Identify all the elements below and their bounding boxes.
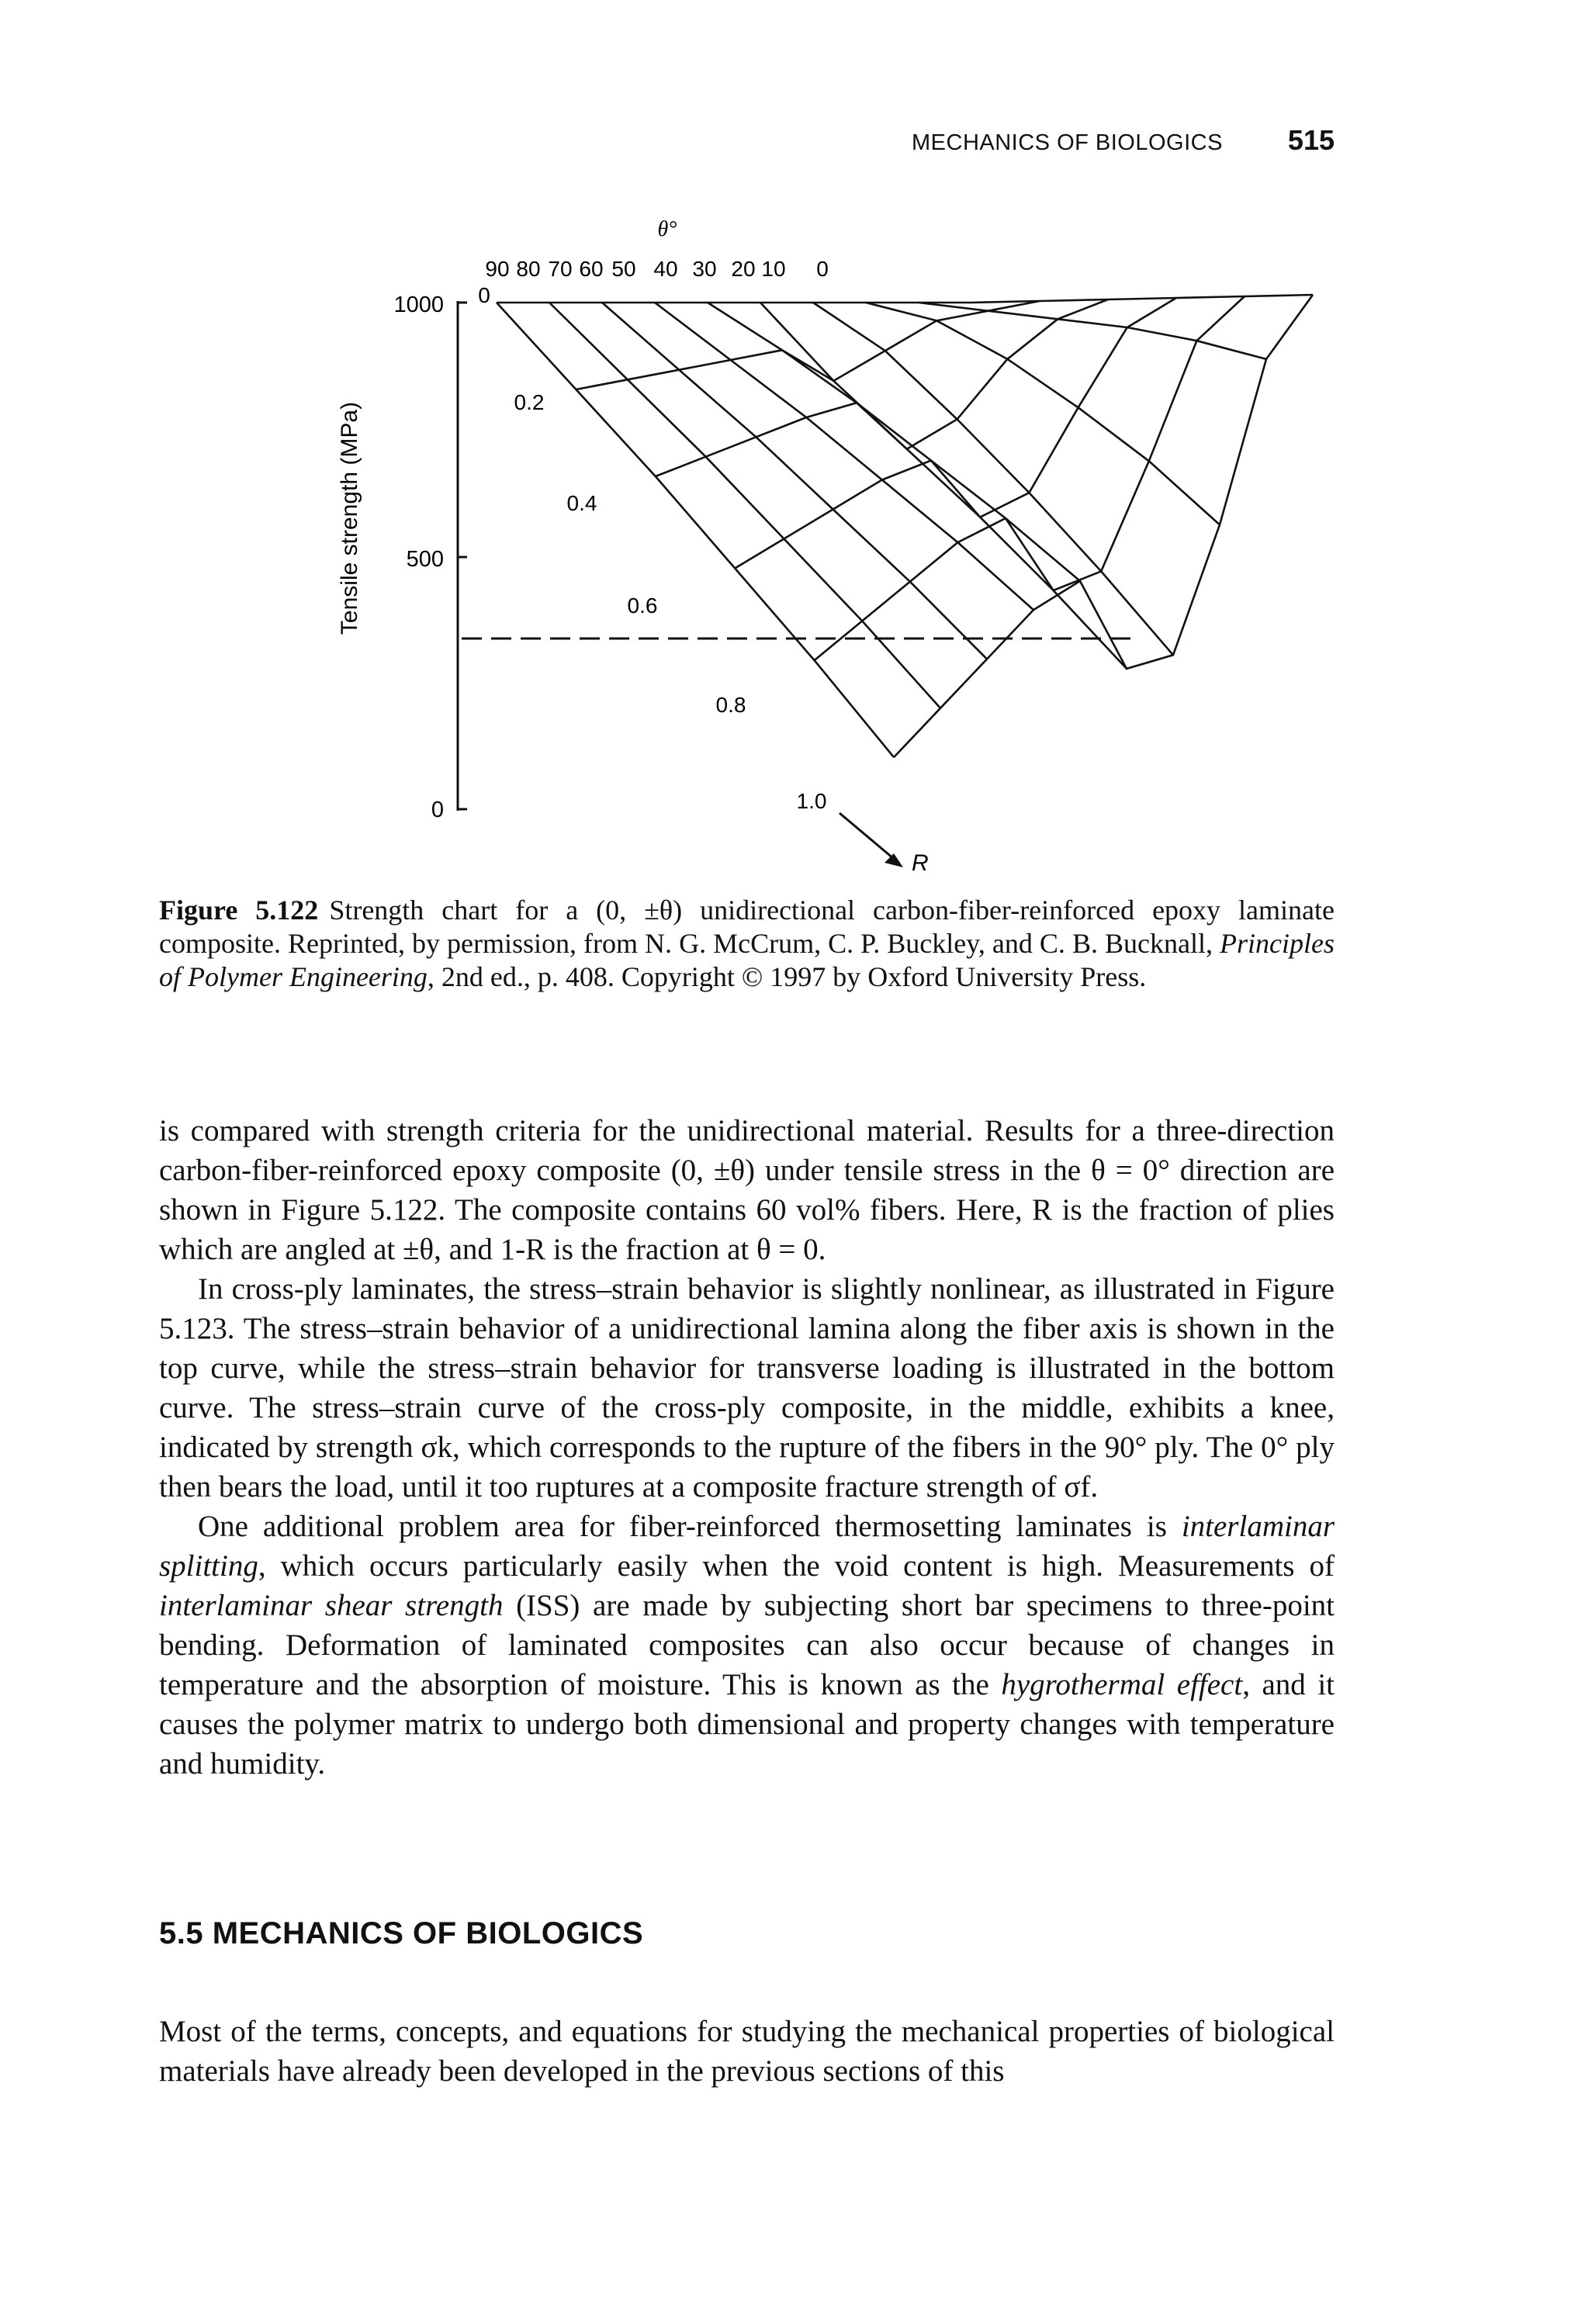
y-tick-label: 500 — [407, 547, 444, 572]
term-hygrothermal-effect: hygrothermal effect — [1001, 1668, 1243, 1701]
section-heading: 5.5 MECHANICS OF BIOLOGICS — [159, 1916, 644, 1950]
caption-label: Figure 5.122 — [159, 895, 319, 926]
paragraph-interlaminar: One additional problem area for fiber-re… — [159, 1507, 1335, 1784]
r-tick-label: 0 — [478, 283, 490, 307]
y-axis-label: Tensile strength (MPa) — [337, 402, 362, 635]
paragraph-continued: is compared with strength criteria for t… — [159, 1114, 1335, 1266]
theta-tick-label: 0 — [816, 257, 829, 281]
theta-tick-label: 90 — [485, 257, 509, 281]
theta-tick-label: 20 — [731, 257, 755, 281]
r-axis-label: R — [912, 850, 929, 876]
theta-contour-line — [812, 301, 1174, 656]
body-paragraphs: is compared with strength criteria for t… — [159, 1111, 1335, 1784]
theta-contour-line — [549, 302, 941, 709]
r-contour-line — [893, 294, 1314, 758]
theta-tick-label: 30 — [692, 257, 716, 281]
page-number: 515 — [1287, 124, 1335, 156]
r-contour-line — [576, 299, 1040, 391]
r-tick-label: 0.4 — [567, 491, 597, 515]
paragraph-text: , and it causes the polymer matrix to un… — [159, 1668, 1335, 1781]
r-tick-label: 0.6 — [628, 594, 658, 618]
theta-contour-line — [918, 301, 1267, 361]
theta-contour-line — [707, 301, 1081, 582]
r-axis-arrow — [839, 812, 899, 864]
section-paragraph: Most of the terms, concepts, and equatio… — [159, 2015, 1335, 2088]
theta-tick-label: 80 — [516, 257, 540, 281]
r-contour-line — [813, 296, 1245, 662]
paragraph-text: , which occurs particularly easily when … — [258, 1549, 1335, 1583]
r-contour-line — [655, 298, 1109, 478]
theta-tick-label: 10 — [761, 257, 785, 281]
term-interlaminar-shear-strength: interlaminar shear strength — [159, 1589, 504, 1622]
paragraph-text: One additional problem area for fiber-re… — [198, 1510, 1182, 1543]
y-tick-label: 0 — [431, 798, 444, 822]
term-interlaminar-splitting: interlaminar splitting — [159, 1510, 1335, 1583]
theta-tick-label: 50 — [611, 257, 635, 281]
chart-grid — [496, 293, 1314, 758]
r-tick-label: 1.0 — [797, 789, 827, 813]
theta-contour-line — [865, 301, 1220, 526]
paragraph-text: (ISS) are made by subjecting short bar s… — [159, 1589, 1335, 1701]
caption-text: Strength chart for a (0, ±θ) unidirectio… — [159, 895, 1335, 959]
caption-text-after: , 2nd ed., p. 408. Copyright © 1997 by O… — [427, 961, 1147, 992]
theta-contour-line — [601, 302, 988, 660]
theta-contour-line — [760, 302, 1127, 670]
theta-contour-line — [654, 301, 1034, 611]
paragraph-cross-ply: In cross-ply laminates, the stress–strai… — [159, 1272, 1335, 1504]
r-tick-label: 0.8 — [716, 693, 746, 717]
theta-tick-label: 40 — [653, 257, 677, 281]
r-tick-label: 0.2 — [514, 390, 545, 414]
theta-contour-line — [971, 293, 1314, 304]
theta-tick-label: 70 — [548, 257, 572, 281]
r-contour-line — [734, 296, 1177, 569]
y-tick-label: 1000 — [393, 292, 444, 317]
theta-axis-label: θ° — [658, 217, 677, 241]
running-head: MECHANICS OF BIOLOGICS — [912, 130, 1223, 155]
theta-tick-label: 60 — [579, 257, 603, 281]
theta-contour-line — [496, 302, 895, 758]
caption-book-title: Principles of Polymer Engineering — [159, 928, 1335, 992]
r-axis-arrowhead — [885, 853, 903, 867]
strength-chart: 1000 500 0 Tensile strength (MPa) θ° 90 … — [337, 217, 1314, 876]
